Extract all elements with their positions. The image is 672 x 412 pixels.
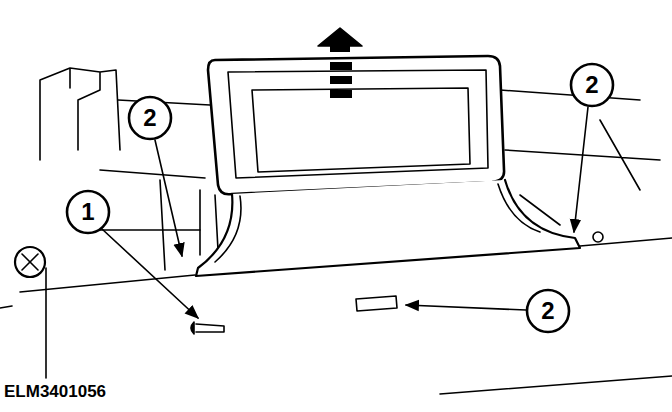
callout-circle — [129, 97, 171, 139]
screw — [196, 324, 224, 332]
duct-frame-inner — [228, 70, 488, 178]
callout-number: 2 — [572, 70, 612, 100]
leader-line — [155, 140, 182, 256]
callout-number: 1 — [68, 197, 108, 227]
duct-flange — [196, 180, 580, 276]
leader-line — [102, 229, 198, 318]
mounting-hole — [593, 232, 603, 242]
reference-line — [45, 268, 47, 378]
removal-arrow — [330, 62, 352, 70]
panel-edge — [0, 306, 12, 308]
callout-circle — [527, 290, 569, 332]
removal-arrow — [318, 28, 362, 46]
duct-opening — [252, 88, 470, 172]
duct-frame — [208, 56, 504, 194]
panel-screw — [22, 254, 38, 270]
removal-arrow — [330, 90, 352, 98]
duct-neck — [215, 184, 540, 262]
bracket — [40, 68, 120, 160]
removal-arrow — [330, 46, 350, 52]
clip-slot — [356, 296, 397, 311]
callout-number: 2 — [528, 296, 568, 326]
screw — [191, 322, 194, 334]
leader-line — [574, 107, 588, 232]
panel-screw — [15, 247, 45, 277]
callout-number: 2 — [130, 103, 170, 133]
removal-arrow — [330, 76, 352, 84]
callout-circle — [571, 64, 613, 106]
callout-circle — [67, 191, 109, 233]
figure-code: ELM3401056 — [4, 382, 106, 402]
panel-edge — [440, 376, 672, 394]
leader-line — [406, 305, 526, 310]
